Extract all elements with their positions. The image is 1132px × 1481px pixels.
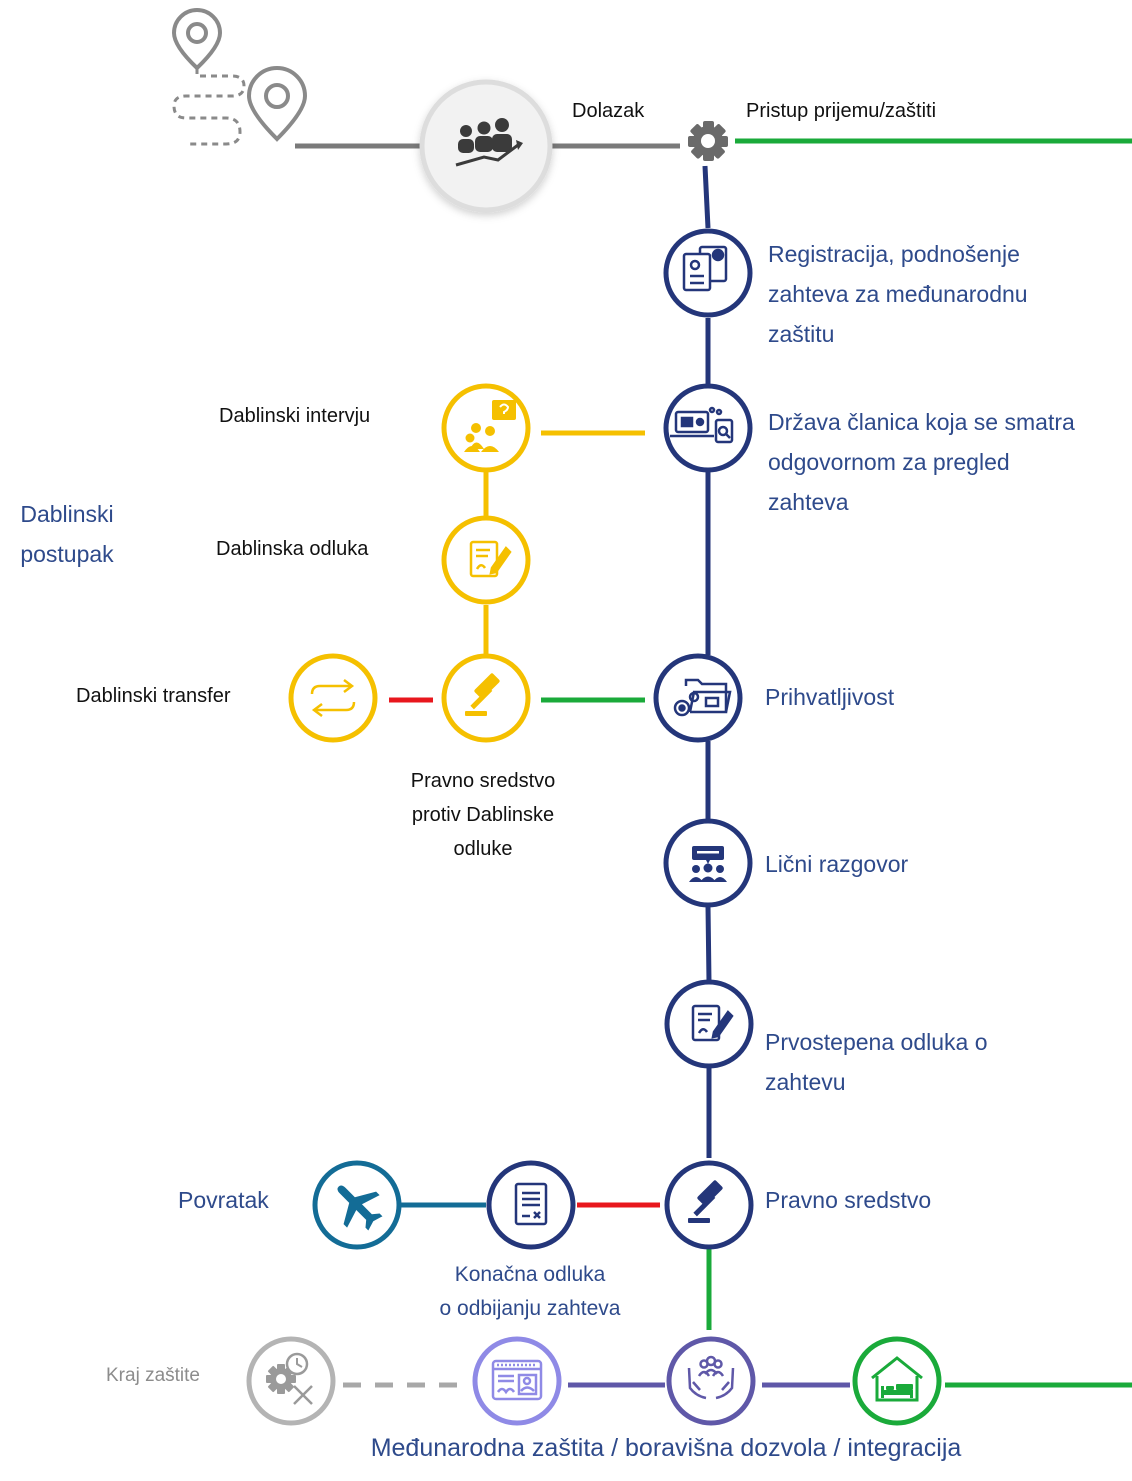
settings-clock-cancel-icon <box>266 1352 313 1405</box>
label-first-instance: Prvostepena odluka o zahtevu <box>765 1022 988 1102</box>
dublin-appeal-node <box>441 653 531 743</box>
label-dublin-procedure-line: postupak <box>20 541 114 567</box>
label-first-instance-line: Prvostepena odluka o <box>765 1029 988 1055</box>
return-node <box>312 1160 402 1250</box>
responsible-state-node <box>663 383 753 473</box>
label-registration: Registracija, podnošenje zahteva za među… <box>768 234 1028 354</box>
label-end-protection: Kraj zaštite <box>106 1365 200 1386</box>
meeting-icon <box>689 846 727 882</box>
label-dublin-appeal-line: odluke <box>453 838 513 860</box>
label-first-instance-line: zahtevu <box>765 1069 846 1095</box>
label-admissibility: Prihvatljivost <box>765 684 895 710</box>
rejection-document-icon <box>514 1182 548 1226</box>
appeal-node <box>664 1160 754 1250</box>
label-responsible-state-line: zahteva <box>768 489 849 515</box>
label-dublin-appeal: Pravno sredstvo protiv Dablinske odluke <box>368 764 598 866</box>
laptop-search-icon <box>670 406 734 444</box>
label-dublin-decision: Dablinska odluka <box>216 538 369 560</box>
gear-icon <box>688 121 728 161</box>
location-pins-icon <box>171 8 308 146</box>
label-dublin-procedure: Dablinski postupak <box>0 494 134 574</box>
label-arrival: Dolazak <box>572 100 645 122</box>
label-appeal: Pravno sredstvo <box>765 1187 932 1213</box>
interview-question-icon <box>464 400 516 452</box>
label-responsible-state-line: odgovornom za pregled <box>768 449 1010 475</box>
label-return: Povratak <box>178 1187 269 1213</box>
label-dublin-appeal-line: protiv Dablinske <box>411 804 555 826</box>
end-protection-node <box>246 1336 336 1426</box>
dublin-transfer-node <box>288 653 378 743</box>
documents-icon <box>682 245 728 292</box>
label-responsible-state: Država članica koja se smatra odgovornom… <box>768 402 1075 522</box>
label-registration-line: Registracija, podnošenje <box>768 241 1020 267</box>
label-dublin-interview: Dablinski intervju <box>219 405 371 427</box>
admissibility-node <box>653 653 743 743</box>
first-instance-node <box>664 979 754 1069</box>
label-outcome: Međunarodna zaštita / boravišna dozvola … <box>370 1434 962 1462</box>
document-edit-icon <box>691 1004 734 1042</box>
label-registration-line: zahteva za međunarodnu <box>768 281 1028 307</box>
label-dublin-procedure-line: Dablinski <box>20 501 114 527</box>
label-dublin-appeal-line: Pravno sredstvo <box>410 770 556 792</box>
transfer-arrows-icon <box>310 679 356 717</box>
final-rejection-node <box>486 1160 576 1250</box>
label-responsible-state-line: Država članica koja se smatra <box>768 409 1075 435</box>
label-final-rejection-line: o odbijanju zahteva <box>439 1297 621 1320</box>
label-final-rejection-line: Konačna odluka <box>454 1263 606 1286</box>
protecting-hands-icon <box>687 1355 735 1400</box>
gavel-icon <box>688 1180 723 1223</box>
international-protection-node <box>666 1336 756 1426</box>
house-bed-icon <box>871 1356 923 1402</box>
gavel-icon <box>465 673 500 716</box>
document-edit-icon <box>469 540 512 578</box>
label-personal-interview: Lični razgovor <box>765 851 909 877</box>
personal-interview-node <box>663 818 753 908</box>
housing-node <box>852 1336 942 1426</box>
line-main-spine <box>702 165 712 1158</box>
permit-card-icon <box>491 1359 543 1401</box>
registration-node <box>663 228 753 318</box>
label-registration-line: zaštitu <box>768 321 835 347</box>
dublin-interview-node <box>441 383 531 473</box>
label-dublin-transfer: Dablinski transfer <box>76 685 231 707</box>
dublin-decision-node <box>441 515 531 605</box>
label-access: Pristup prijemu/zaštiti <box>746 100 937 122</box>
connectors <box>295 138 1132 1388</box>
arrival-node <box>419 79 553 213</box>
label-final-rejection: Konačna odluka o odbijanju zahteva <box>400 1258 660 1326</box>
residence-permit-node <box>472 1336 562 1426</box>
folder-settings-icon <box>673 678 732 717</box>
group-growth-icon <box>455 118 523 167</box>
airplane-icon <box>337 1185 383 1231</box>
